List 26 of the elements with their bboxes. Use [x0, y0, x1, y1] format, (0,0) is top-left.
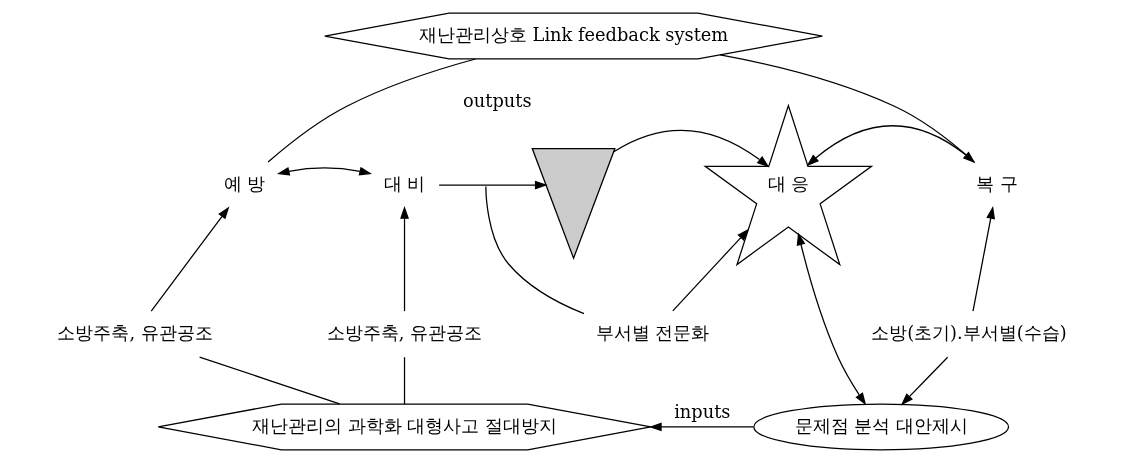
arrow: [648, 422, 755, 432]
connector: [198, 356, 341, 405]
node-label: outputs: [463, 90, 532, 112]
arrow: [438, 180, 548, 190]
arrow: [400, 206, 409, 312]
node-ellipse: 문제점 분석 대안제시: [753, 403, 1010, 451]
node-text: 예 방: [223, 172, 266, 194]
arrow: [150, 206, 230, 312]
node-text: 소방주축, 유관공조: [326, 321, 483, 343]
arrow: [900, 356, 949, 406]
arrow: [972, 206, 996, 312]
connector: [485, 185, 585, 315]
node-text: 대 비: [383, 172, 426, 194]
arrow: [276, 166, 372, 176]
node-text: 복 구: [976, 172, 1018, 194]
edge-label: inputs: [674, 401, 731, 423]
connector: [719, 54, 975, 163]
arrow: [672, 228, 750, 312]
connector: [267, 58, 477, 163]
arrow: [613, 129, 770, 168]
arrow: [806, 125, 976, 167]
node-text: 소방(초기).부서별(수습): [871, 321, 1067, 343]
node-text: 부서별 전문화: [595, 321, 710, 343]
node-text: 소방주축, 유관공조: [57, 321, 213, 343]
connector: [403, 356, 406, 405]
arrow: [796, 232, 867, 406]
